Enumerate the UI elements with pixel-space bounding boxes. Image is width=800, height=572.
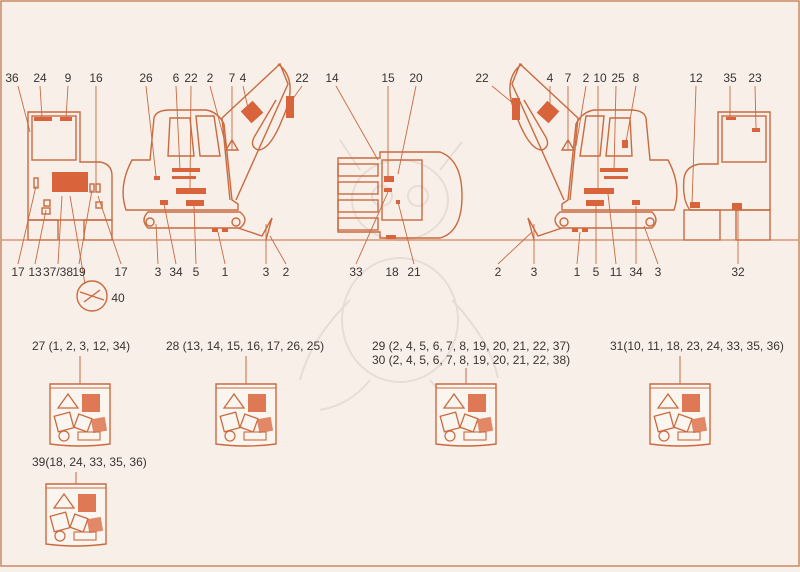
top-view [337,151,463,239]
callout-label: 37/38 [43,265,73,279]
kit-label: 29 (2, 4, 5, 6, 7, 8, 19, 20, 21, 22, 37… [372,339,570,353]
callout-label: 14 [325,71,339,85]
callout-label: 22 [475,71,489,85]
callout-label: 5 [193,265,200,279]
kit-label: 28 (13, 14, 15, 16, 17, 26, 25) [166,339,324,353]
callout-label: 34 [629,265,643,279]
left-side-leaders [145,85,303,265]
left-side-view [122,62,294,241]
callout-label: 33 [349,265,363,279]
kit-label: 39(18, 24, 33, 35, 36) [32,455,147,469]
callout-label: 17 [11,265,25,279]
callout-label: 21 [407,265,421,279]
callout-labels: 36 24 9 16 17 13 37/38 19 17 40 26 6 22 … [5,71,762,305]
callout-label: 11 [610,265,623,279]
callout-label: 23 [748,71,762,85]
callout-label: 2 [495,265,502,279]
rear-view-leaders [17,85,122,285]
watermark-mascot [299,139,499,411]
callout-label: 3 [263,265,270,279]
right-side-view [509,62,678,241]
callout-label: 25 [611,71,625,85]
callout-label: 17 [114,265,128,279]
callout-label: 32 [731,265,745,279]
decal-kit-bag-icon [649,383,711,447]
callout-label: 4 [240,71,247,85]
callout-label: 13 [28,265,42,279]
kit-31: 31(10, 11, 18, 23, 24, 33, 35, 36) [610,339,784,447]
callout-label: 7 [229,71,236,85]
callout-label: 2 [207,71,214,85]
kit-27: 27 (1, 2, 3, 12, 34) [32,339,130,447]
decal-kit-bag-icon [435,383,497,447]
callout-label: 10 [593,71,607,85]
callout-label: 20 [409,71,423,85]
callout-label: 15 [381,71,395,85]
callout-label: 34 [169,265,183,279]
callout-label: 3 [655,265,662,279]
callout-label: 1 [574,265,581,279]
rear-view [27,111,113,312]
kit-label: 27 (1, 2, 3, 12, 34) [32,339,130,353]
decal-kit-bag-icon [49,383,111,447]
callout-label: 4 [547,71,554,85]
callout-label: 8 [633,71,640,85]
callout-label: 22 [295,71,309,85]
callout-label: 9 [65,71,72,85]
kit-label: 31(10, 11, 18, 23, 24, 33, 35, 36) [610,339,784,353]
front-view-leaders [691,85,757,264]
kit-29-30: 29 (2, 4, 5, 6, 7, 8, 19, 20, 21, 22, 37… [372,339,570,447]
callout-label: 2 [583,71,590,85]
front-view [682,111,771,241]
callout-label: 2 [283,265,290,279]
kit-28: 28 (13, 14, 15, 16, 17, 26, 25) [166,339,324,447]
decal-kit-bag-icon [45,483,107,547]
decal-kit-bag-icon [215,383,277,447]
callout-label: 18 [385,265,399,279]
callout-label: 26 [139,71,153,85]
top-view-leaders [335,85,417,265]
callout-label: 3 [531,265,538,279]
callout-label: 40 [111,291,125,305]
callout-label: 19 [72,265,86,279]
callout-label: 5 [593,265,600,279]
callout-label: 22 [184,71,198,85]
callout-label: 36 [5,71,19,85]
callout-label: 12 [689,71,703,85]
callout-label: 16 [89,71,103,85]
right-side-leaders [491,85,659,265]
callout-label: 6 [173,71,180,85]
kit-label: 30 (2, 4, 5, 6, 7, 8, 19, 20, 21, 22, 38… [372,353,570,367]
callout-label: 7 [565,71,572,85]
callout-label: 3 [155,265,162,279]
callout-label: 1 [222,265,229,279]
callout-label: 24 [33,71,47,85]
kit-39: 39(18, 24, 33, 35, 36) [32,455,147,547]
callout-label: 35 [723,71,737,85]
